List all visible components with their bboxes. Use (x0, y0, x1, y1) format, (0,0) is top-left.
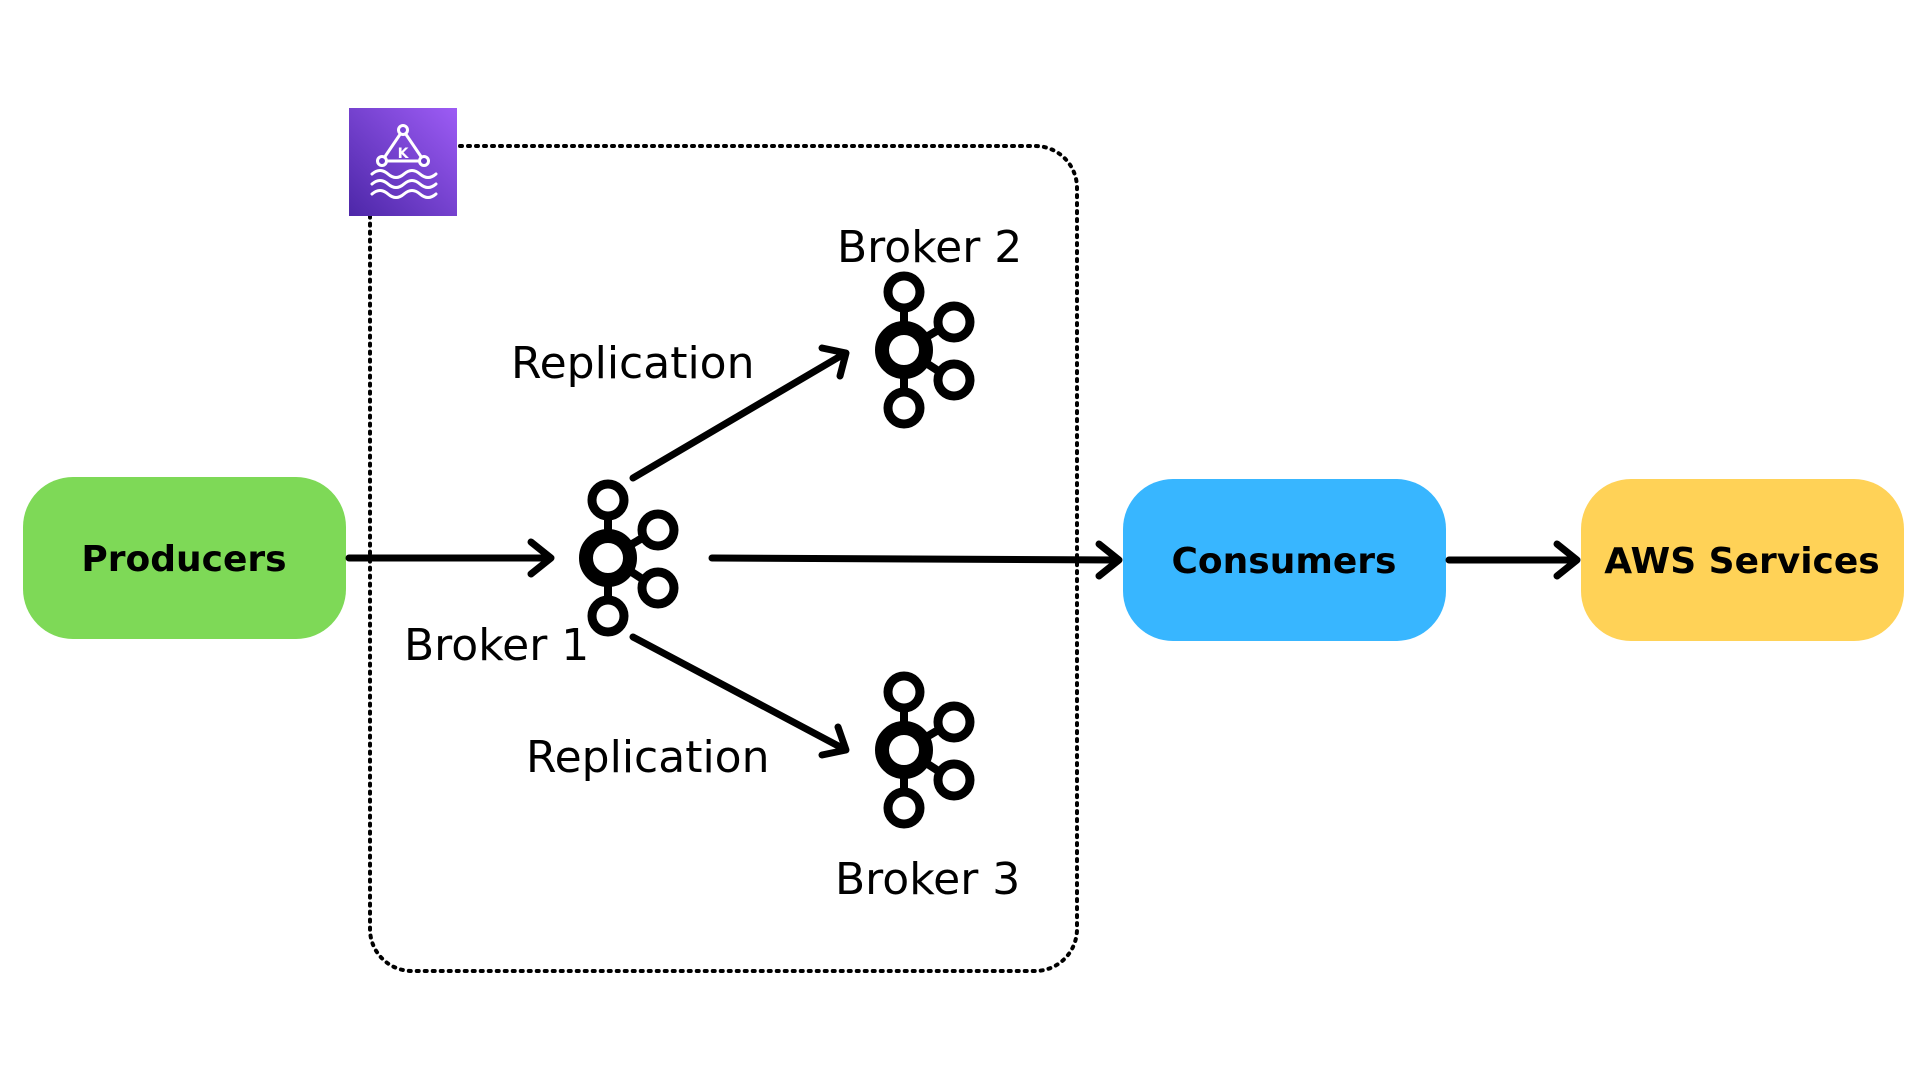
replication-top-label: Replication (511, 338, 754, 389)
broker-3-kafka-icon (882, 676, 970, 824)
broker-1-label: Broker 1 (404, 620, 589, 671)
broker-2-label: Broker 2 (837, 222, 1022, 273)
amazon-msk-icon: K (349, 108, 457, 216)
broker-3-label: Broker 3 (835, 854, 1020, 905)
msk-icon-letter: K (398, 146, 410, 162)
replication-bottom-label: Replication (526, 732, 769, 783)
consumers-node[interactable]: Consumers (1123, 479, 1446, 641)
aws-services-node[interactable]: AWS Services (1581, 479, 1904, 641)
broker-1-kafka-icon (586, 484, 674, 632)
producers-node[interactable]: Producers (23, 477, 346, 639)
producers-to-broker1-arrow (345, 538, 555, 578)
consumers-label: Consumers (1172, 541, 1397, 582)
broker1-to-consumers-arrow (708, 540, 1123, 580)
replication-to-broker2-arrow (629, 344, 850, 482)
replication-to-broker3-arrow (629, 633, 850, 759)
aws-services-label: AWS Services (1604, 541, 1880, 582)
broker-2-kafka-icon (882, 276, 970, 424)
consumers-to-aws-arrow (1445, 540, 1581, 580)
producers-label: Producers (81, 539, 286, 580)
